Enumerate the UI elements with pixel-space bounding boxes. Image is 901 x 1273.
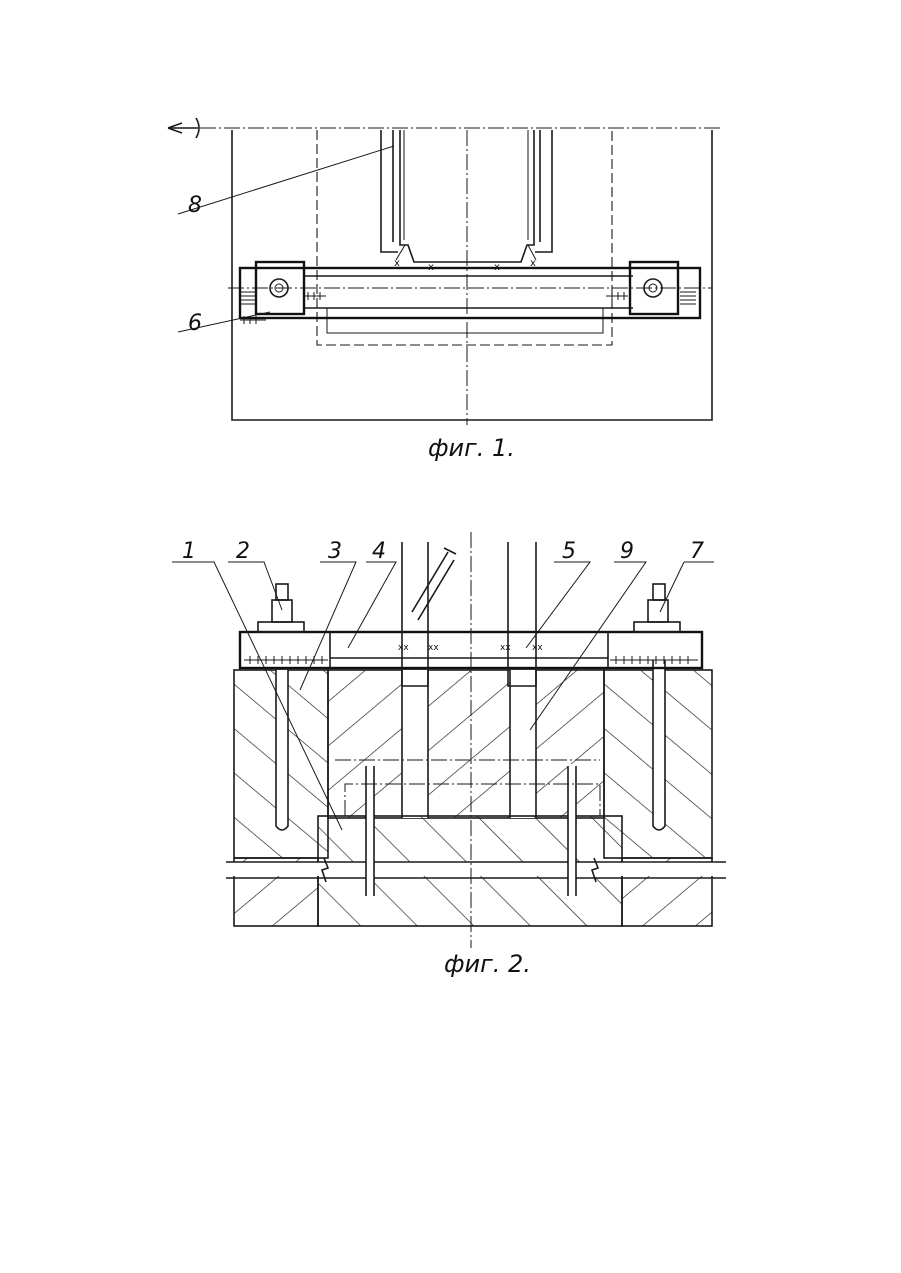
label-4: 4 xyxy=(372,539,386,564)
label-5: 5 xyxy=(562,539,576,564)
leader-2 xyxy=(228,562,282,610)
svg-text:xx: xx xyxy=(532,643,543,653)
label-6: 6 xyxy=(188,311,202,336)
svg-text:xx: xx xyxy=(428,643,439,653)
figure-1: x x x x 8 xyxy=(168,118,720,462)
label-7: 7 xyxy=(690,539,704,564)
hidden-contour xyxy=(317,130,612,345)
leader-4 xyxy=(348,562,396,648)
label-3: 3 xyxy=(328,539,342,564)
label-9: 9 xyxy=(620,539,634,564)
profile-walls xyxy=(402,542,536,686)
leader-8 xyxy=(178,146,394,214)
clamp-bar xyxy=(228,268,712,318)
svg-text:xx: xx xyxy=(398,643,409,653)
figure-2: xx xx xx xx 1 xyxy=(172,532,726,978)
label-8: 8 xyxy=(188,193,202,218)
left-clamp-block xyxy=(240,262,326,324)
label-1: 1 xyxy=(182,539,196,564)
left-bolt xyxy=(276,670,288,832)
figure-1-caption: фиг. 1. xyxy=(428,434,515,462)
right-bolt xyxy=(653,660,665,832)
svg-text:xx: xx xyxy=(500,643,511,653)
figure-2-caption: фиг. 2. xyxy=(444,950,531,978)
right-nut-icon xyxy=(634,584,680,632)
label-2: 2 xyxy=(236,539,250,564)
section-arrow-icon xyxy=(168,118,199,138)
